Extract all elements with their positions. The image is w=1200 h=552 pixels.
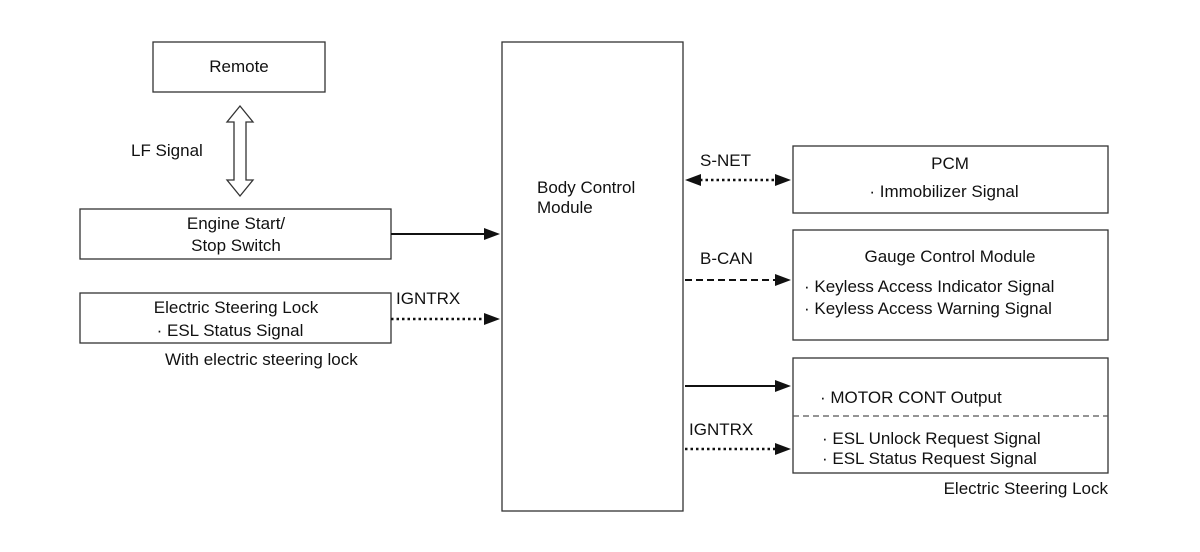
- body-control-module-block: Body Control Module: [501, 41, 684, 512]
- gauge-control-module-block: Gauge Control Module · Keyless Access In…: [792, 229, 1109, 341]
- remote-block: Remote: [152, 41, 326, 93]
- esl-output-caption: Electric Steering Lock: [944, 479, 1109, 498]
- lf-signal-double-arrow: [225, 104, 255, 198]
- bcm-to-gauge-arrowhead: [775, 274, 791, 286]
- bcm-to-esl-signal-arrowhead: [775, 443, 791, 455]
- gauge-link-label: B-CAN: [700, 249, 753, 268]
- gauge-line1: · Keyless Access Indicator Signal: [804, 277, 1054, 296]
- gauge-title: Gauge Control Module: [864, 247, 1035, 266]
- esl-input-note: With electric steering lock: [165, 350, 358, 369]
- esl-input-block: Electric Steering Lock · ESL Status Sign…: [79, 292, 392, 344]
- pcm-block: PCM · Immobilizer Signal: [792, 145, 1109, 214]
- bcm-pcm-arrowhead-right: [775, 174, 791, 186]
- pcm-title: PCM: [931, 154, 969, 173]
- esl-output-line1: · ESL Unlock Request Signal: [822, 429, 1041, 448]
- start-switch-line2: Stop Switch: [191, 236, 281, 255]
- start-switch-line1: Engine Start/: [187, 214, 286, 233]
- gauge-line2: · Keyless Access Warning Signal: [804, 299, 1052, 318]
- esl-output-link-label: IGNTRX: [689, 420, 753, 439]
- esl-output-line2: · ESL Status Request Signal: [822, 449, 1037, 468]
- pcm-line1: · Immobilizer Signal: [869, 182, 1018, 201]
- bcm-line1: Body Control: [537, 178, 635, 197]
- esl-input-line2: · ESL Status Signal: [157, 321, 304, 340]
- lf-signal-label: LF Signal: [131, 141, 203, 160]
- esl-output-motor: · MOTOR CONT Output: [820, 388, 1002, 407]
- esl-input-line1: Electric Steering Lock: [154, 298, 319, 317]
- esl-input-link-label: IGNTRX: [396, 289, 460, 308]
- esl-output-block: · MOTOR CONT Output · ESL Unlock Request…: [792, 357, 1109, 474]
- bcm-pcm-arrowhead-left: [685, 174, 701, 186]
- start-switch-to-bcm-arrowhead: [484, 228, 500, 240]
- bcm-to-esl-motor-arrowhead: [775, 380, 791, 392]
- pcm-link-label: S-NET: [700, 151, 751, 170]
- bcm-line2: Module: [537, 198, 593, 217]
- esl-input-to-bcm-arrowhead: [484, 313, 500, 325]
- engine-start-stop-switch-block: Engine Start/ Stop Switch: [79, 208, 392, 260]
- remote-label: Remote: [209, 57, 269, 76]
